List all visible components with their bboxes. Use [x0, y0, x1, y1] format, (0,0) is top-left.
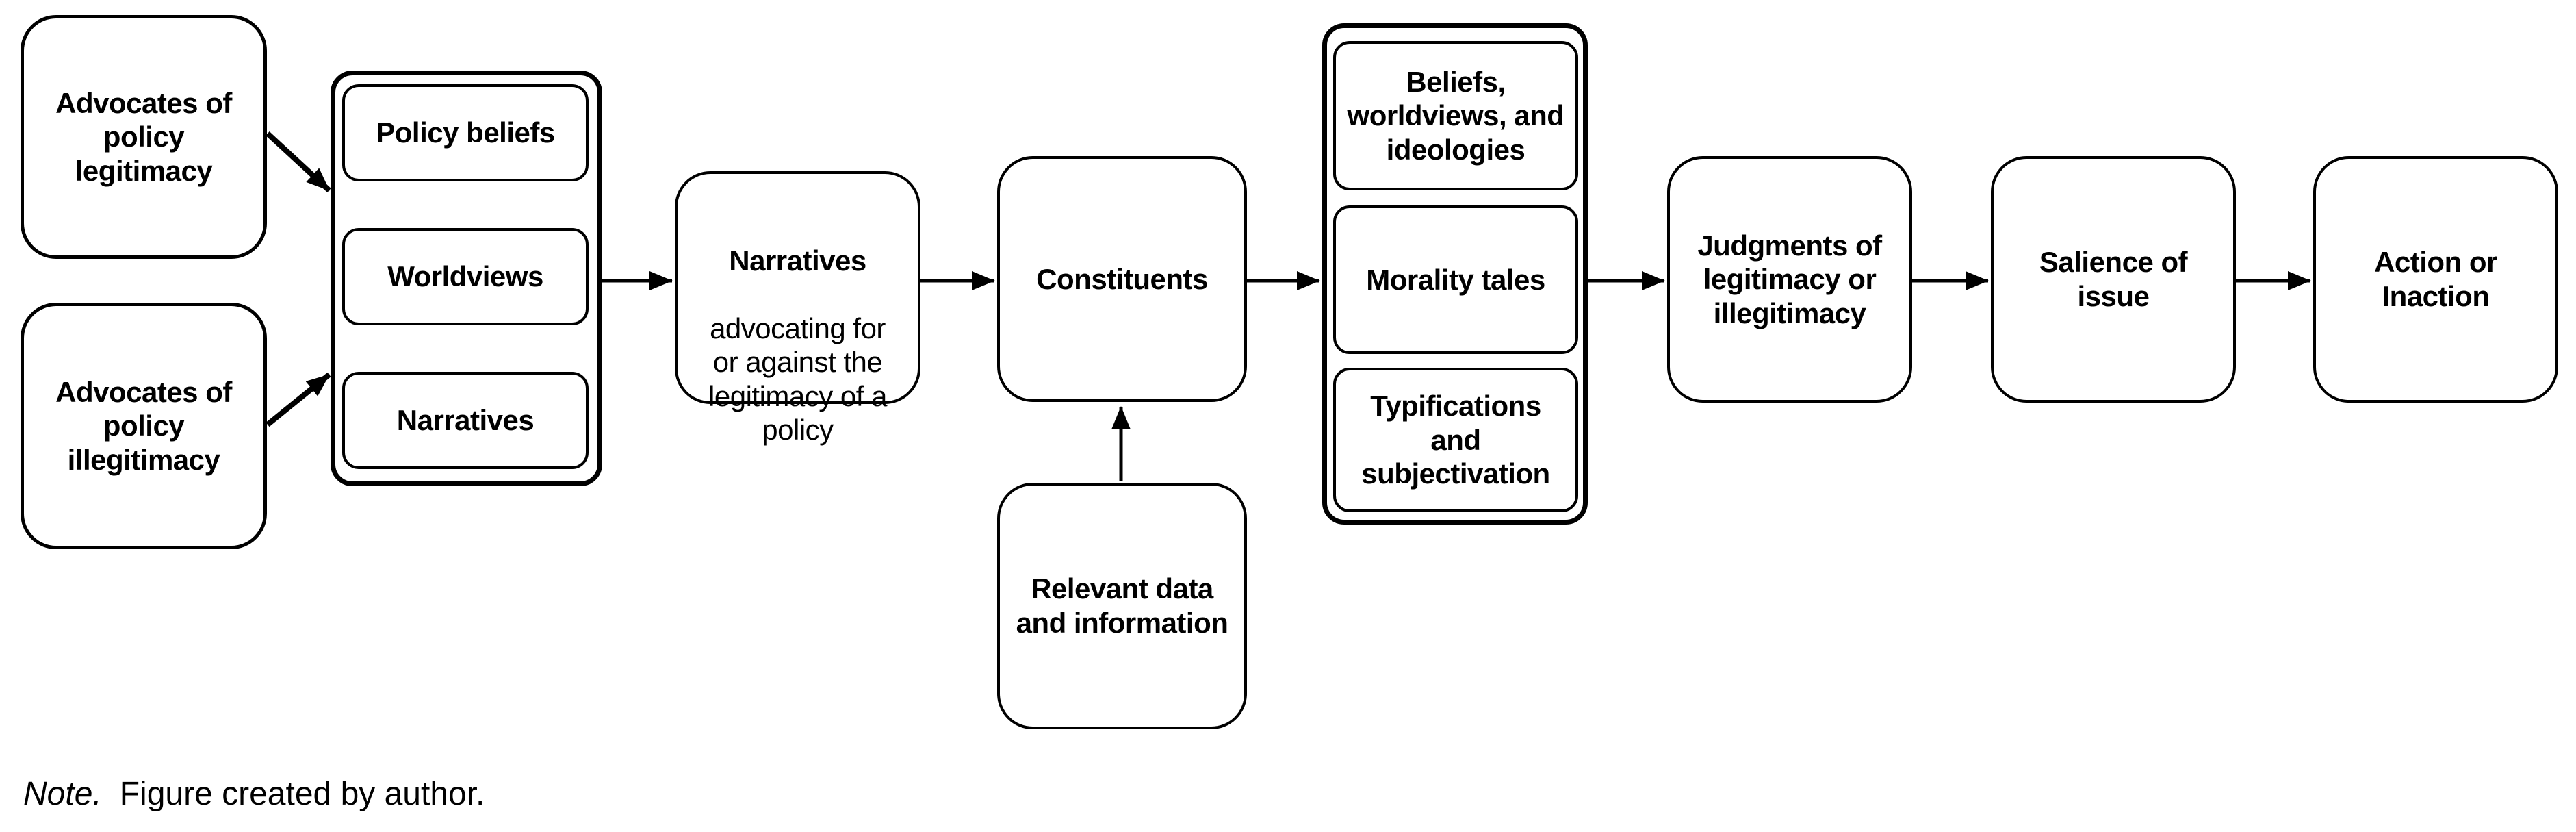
figure-note: Note. Figure created by author.: [23, 775, 485, 813]
node-morality-tales: Morality tales: [1333, 205, 1578, 354]
node-relevant-data: Relevant data and information: [997, 483, 1247, 729]
node-label: Morality tales: [1366, 263, 1545, 296]
node-action-or-inaction: Action or Inaction: [2313, 156, 2558, 403]
node-label: Advocates of policy illegitimacy: [55, 375, 232, 476]
node-salience-of-issue: Salience of issue: [1991, 156, 2236, 403]
node-label: Relevant data and information: [1016, 572, 1228, 639]
node-label: Narratives: [396, 404, 534, 437]
node-label-body: advocating for or against the legitimacy…: [708, 312, 887, 446]
node-advocates-of-policy-illegitimacy: Advocates of policy illegitimacy: [21, 303, 267, 549]
node-label: Typifications and subjectivation: [1361, 390, 1550, 490]
note-text: Figure created by author.: [119, 776, 485, 812]
node-judgments-of-legitimacy: Judgments of legitimacy or illegitimacy: [1667, 156, 1912, 403]
node-typifications-subjectivation: Typifications and subjectivation: [1333, 368, 1578, 512]
node-label: Policy beliefs: [376, 116, 555, 149]
node-narratives: Narratives: [342, 372, 589, 469]
node-label: Beliefs, worldviews, and ideologies: [1347, 65, 1564, 166]
node-advocates-of-policy-legitimacy: Advocates of policy legitimacy: [21, 15, 267, 259]
node-constituents: Constituents: [997, 156, 1247, 402]
node-policy-beliefs: Policy beliefs: [342, 84, 589, 181]
arrow-illegitimacy-to-group1: [266, 372, 331, 427]
node-label: Worldviews: [387, 260, 543, 293]
node-label: Judgments of legitimacy or illegitimacy: [1697, 229, 1882, 329]
note-lead: Note.: [23, 776, 102, 812]
node-label-title: Narratives: [729, 244, 866, 277]
node-label: Action or Inaction: [2374, 246, 2497, 312]
node-label: Salience of issue: [2039, 246, 2188, 312]
node-narratives-advocating: Narratives advocating for or against the…: [675, 171, 920, 446]
node-label: Constituents: [1036, 262, 1208, 295]
arrow-legitimacy-to-group1: [266, 131, 331, 192]
node-label: Advocates of policy legitimacy: [55, 86, 232, 187]
node-beliefs-worldviews-ideologies: Beliefs, worldviews, and ideologies: [1333, 41, 1578, 190]
node-worldviews: Worldviews: [342, 228, 589, 325]
